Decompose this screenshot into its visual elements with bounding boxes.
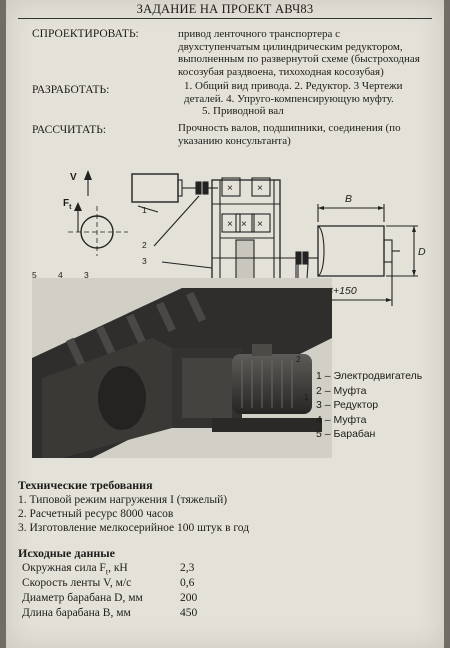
design-text: привод ленточного транспортера с двухсту… — [178, 28, 420, 78]
design-line: выполненным по развернутой схеме (быстро… — [178, 53, 420, 65]
legend-item: 3 – Редуктор — [316, 399, 379, 411]
svg-text:×: × — [257, 183, 263, 194]
legend-item: 4 – Муфта — [316, 413, 367, 426]
data-row-force: Окружная сила Ft, кН 2,3 — [22, 562, 282, 576]
data-row-speed: Скорость ленты V, м/с 0,6 — [22, 577, 282, 591]
design-label: СПРОЕКТИРОВАТЬ: — [32, 28, 139, 40]
develop-line: 5. Приводной вал — [202, 105, 284, 117]
calculate-line: указанию консультанта) — [178, 134, 291, 147]
photo-callout-3: 3 — [84, 270, 89, 280]
callout-1: 1 — [142, 205, 147, 215]
data-row-diameter: Диаметр барабана D, мм 200 — [22, 592, 282, 606]
develop-line: 1. Общий вид привода. 2. Редуктор. 3 Чер… — [184, 80, 403, 92]
develop-text: 1. Общий вид привода. 2. Редуктор. 3 Чер… — [184, 80, 403, 118]
requirements-heading: Технические требования — [18, 478, 153, 492]
photo-callout-1: 1 — [304, 392, 309, 402]
assignment-sheet: ЗАДАНИЕ НА ПРОЕКТ АВЧ83 СПРОЕКТИРОВАТЬ: … — [6, 0, 444, 648]
data-label-unit: , кН — [108, 562, 128, 574]
drum-length-plus-label: B+150 — [326, 285, 357, 297]
svg-text:×: × — [227, 219, 233, 230]
initial-data-heading: Исходные данные — [18, 546, 115, 560]
data-label: Диаметр барабана D, мм — [22, 592, 143, 604]
svg-text:×: × — [257, 219, 263, 230]
design-line: двухступенчатым цилиндрическим редукторо… — [178, 40, 403, 53]
photo-callout-5: 5 — [32, 270, 37, 280]
calculate-label: РАССЧИТАТЬ: — [32, 124, 107, 136]
data-label-text: Окружная сила F — [22, 562, 106, 574]
design-line: косозубая раздвоена, тихоходная косозуба… — [178, 65, 384, 78]
conveyor-photo — [32, 278, 332, 458]
drum-length-label: B — [345, 193, 353, 205]
page-title: ЗАДАНИЕ НА ПРОЕКТ АВЧ83 — [136, 2, 314, 16]
photo-callout-4: 4 — [58, 270, 63, 280]
svg-text:×: × — [241, 219, 247, 230]
requirement-item: 1. Типовой режим нагружения I (тяжелый) — [18, 494, 228, 506]
legend-item: 2 – Муфта — [316, 384, 367, 397]
requirement-item: 2. Расчетный ресурс 8000 часов — [18, 508, 174, 520]
data-label: Окружная сила Ft, кН — [22, 562, 128, 577]
data-label-subscript: t — [105, 567, 109, 577]
data-value: 0,6 — [180, 577, 195, 589]
data-value: 450 — [180, 607, 198, 619]
callout-2: 2 — [142, 240, 147, 250]
conveyor-illustration — [32, 278, 332, 458]
force-label: Ft — [63, 198, 71, 211]
design-line: привод ленточного транспортера с — [178, 28, 341, 40]
calculate-text: Прочность валов, подшипники, соединения … — [178, 122, 401, 147]
velocity-label: V — [70, 172, 77, 183]
data-label: Скорость ленты V, м/с — [22, 577, 132, 589]
requirement-item: 3. Изготовление мелкосерийное 100 штук в… — [18, 522, 250, 534]
data-value: 2,3 — [180, 562, 195, 574]
force-subscript: t — [69, 204, 72, 211]
force-symbol: F — [63, 198, 70, 209]
develop-label: РАЗРАБОТАТЬ: — [32, 84, 110, 96]
develop-line: деталей. 4. Упруго-компенсирующую муфту. — [184, 92, 394, 105]
requirements-list: 1. Типовой режим нагружения I (тяжелый) … — [18, 493, 249, 535]
component-legend: 1 – Электродвигатель 2 – Муфта 3 – Редук… — [316, 370, 422, 443]
title-underline — [18, 18, 432, 19]
calculate-line: Прочность валов, подшипники, соединения … — [178, 122, 401, 134]
photo-callout-2: 2 — [296, 354, 301, 364]
legend-item: 1 – Электродвигатель — [316, 370, 423, 382]
data-row-length: Длина барабана B, мм 450 — [22, 607, 282, 621]
data-label: Длина барабана B, мм — [22, 607, 131, 619]
drum-diameter-label: D — [418, 246, 426, 258]
data-value: 200 — [180, 592, 198, 604]
callout-3: 3 — [142, 256, 147, 266]
svg-text:×: × — [227, 183, 233, 194]
legend-item: 5 – Барабан — [316, 428, 376, 440]
